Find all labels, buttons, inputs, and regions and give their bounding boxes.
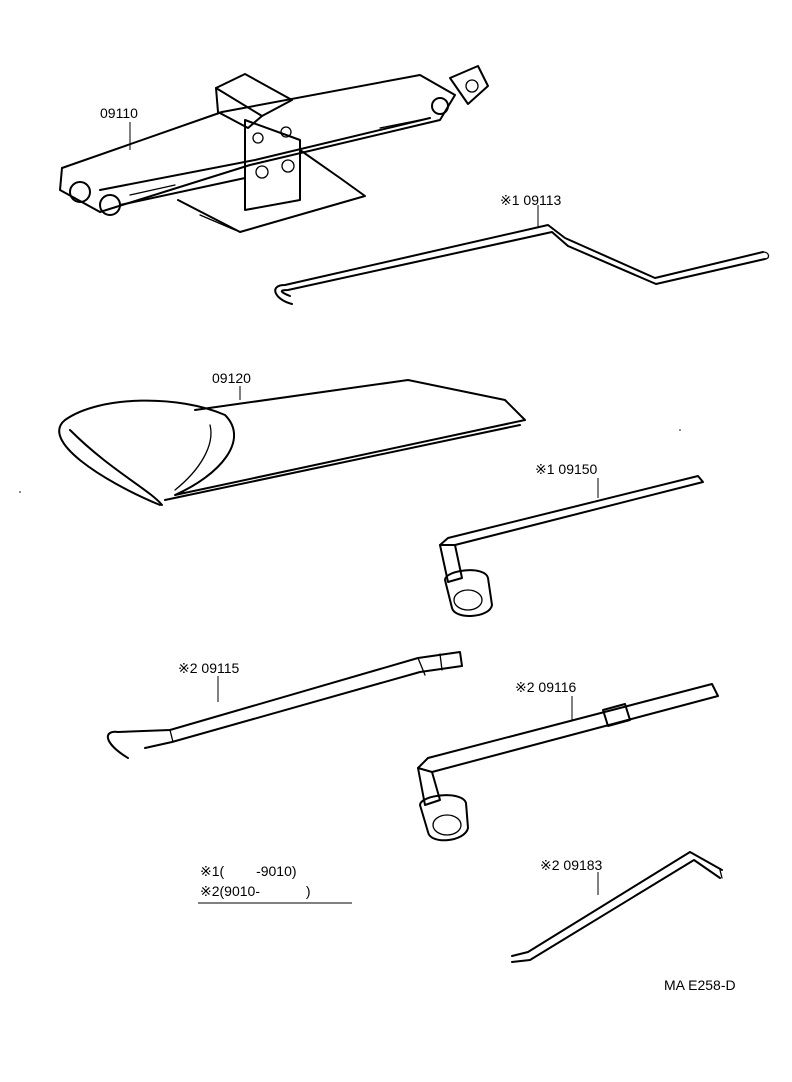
jack-handle-1-drawing [274,224,770,305]
wrench-2-label: ※2 09116 [515,679,577,695]
tool-bag-label: 09120 [212,370,251,386]
jack-drawing [59,65,489,233]
wrench-1-label: ※1 09150 [535,461,598,477]
wrench-2-drawing [417,683,719,842]
jack-handle-1-label: ※1 09113 [500,192,562,208]
hub-nut-tool-label: ※2 09183 [540,857,603,873]
tool-bag-drawing [58,379,526,506]
reference-code: MA E258-D [664,977,736,993]
legend-note-1: ※1( -9010) [200,863,297,879]
jack-label: 09110 [100,105,138,121]
wrench-1-drawing [439,475,704,617]
hub-nut-tool-drawing [511,851,723,963]
speck [19,491,21,493]
jack-handle-2-drawing [107,651,463,759]
speck [679,429,681,431]
legend-note-2: ※2(9010- ) [200,883,311,899]
jack-handle-2-label: ※2 09115 [178,660,240,676]
